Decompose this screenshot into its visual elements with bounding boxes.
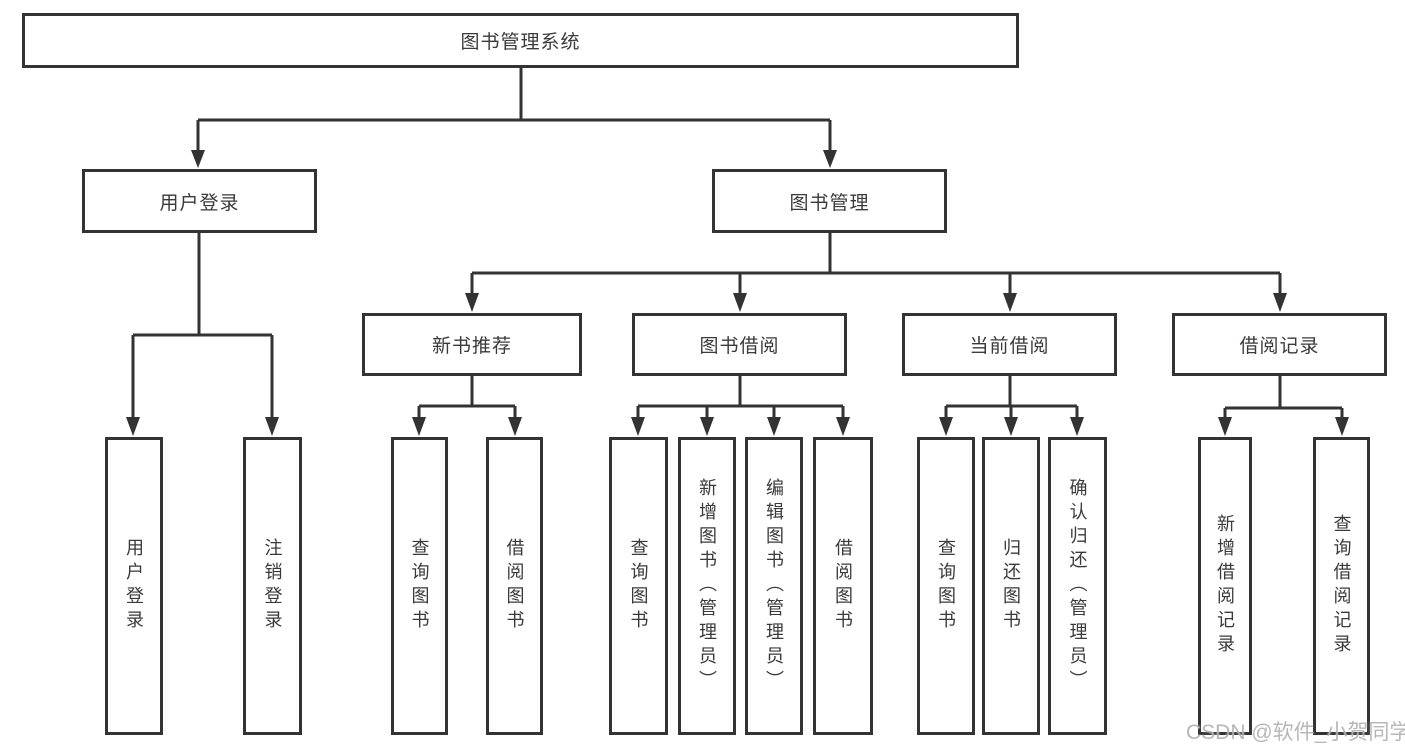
leaf-borrow-books-recommend: 借阅图书 xyxy=(486,437,543,735)
leaf-add-book-admin: 新增图书（管理员） xyxy=(678,437,736,735)
node-borrow-records: 借阅记录 xyxy=(1172,313,1387,376)
connector-book-management-to-level3 xyxy=(465,233,1287,312)
leaf-add-borrow-record: 新增借阅记录 xyxy=(1198,437,1252,735)
leaf-return-book-label: 归还图书 xyxy=(1001,538,1021,634)
leaf-user-login: 用户登录 xyxy=(105,437,163,735)
leaf-query-books-borrow: 查询图书 xyxy=(609,437,668,735)
leaf-query-books-current-label: 查询图书 xyxy=(936,538,956,634)
leaf-query-books-current: 查询图书 xyxy=(917,437,975,735)
leaf-confirm-return-admin-label: 确认归还（管理员） xyxy=(1067,478,1088,694)
leaf-query-books-recommend: 查询图书 xyxy=(391,437,448,735)
leaf-edit-book-admin-label: 编辑图书（管理员） xyxy=(764,478,784,694)
leaf-return-book: 归还图书 xyxy=(982,437,1040,735)
connector-user-login-to-leaves xyxy=(126,233,279,436)
leaf-borrow-books: 借阅图书 xyxy=(813,437,873,735)
leaf-borrow-books-recommend-label: 借阅图书 xyxy=(504,538,525,634)
node-root-label: 图书管理系统 xyxy=(460,32,581,53)
connector-book-borrow-to-leaves xyxy=(631,375,850,436)
leaf-logout-label: 注销登录 xyxy=(262,538,283,634)
leaf-add-book-admin-label: 新增图书（管理员） xyxy=(697,478,717,694)
leaf-confirm-return-admin: 确认归还（管理员） xyxy=(1048,437,1107,735)
node-root: 图书管理系统 xyxy=(22,13,1019,68)
leaf-edit-book-admin: 编辑图书（管理员） xyxy=(745,437,803,735)
node-current-borrow: 当前借阅 xyxy=(902,313,1117,376)
node-user-login-label: 用户登录 xyxy=(159,192,240,214)
connector-root-to-level2 xyxy=(191,68,837,168)
leaf-query-borrow-record-label: 查询借阅记录 xyxy=(1331,514,1352,658)
node-new-book-recommend-label: 新书推荐 xyxy=(431,336,512,357)
node-new-book-recommend: 新书推荐 xyxy=(362,313,582,376)
leaf-logout: 注销登录 xyxy=(243,437,302,735)
leaf-user-login-label: 用户登录 xyxy=(124,538,144,634)
node-current-borrow-label: 当前借阅 xyxy=(969,336,1050,357)
watermark: CSDN @软件_小贺同学 xyxy=(1186,721,1405,744)
leaf-query-books-borrow-label: 查询图书 xyxy=(628,538,649,634)
node-book-borrow: 图书借阅 xyxy=(632,313,847,376)
node-borrow-records-label: 借阅记录 xyxy=(1239,336,1320,357)
leaf-query-books-recommend-label: 查询图书 xyxy=(409,538,430,634)
leaf-borrow-books-label: 借阅图书 xyxy=(833,538,853,634)
leaf-query-borrow-record: 查询借阅记录 xyxy=(1313,437,1370,735)
leaf-add-borrow-record-label: 新增借阅记录 xyxy=(1215,514,1235,658)
node-book-management-label: 图书管理 xyxy=(789,192,870,214)
connector-current-borrow-to-leaves xyxy=(939,375,1084,436)
node-book-borrow-label: 图书借阅 xyxy=(699,336,780,357)
connector-new-book-recommend-to-leaves xyxy=(412,376,522,436)
node-book-management: 图书管理 xyxy=(712,169,947,233)
connector-borrow-records-to-leaves xyxy=(1218,375,1349,436)
node-user-login: 用户登录 xyxy=(82,169,317,233)
